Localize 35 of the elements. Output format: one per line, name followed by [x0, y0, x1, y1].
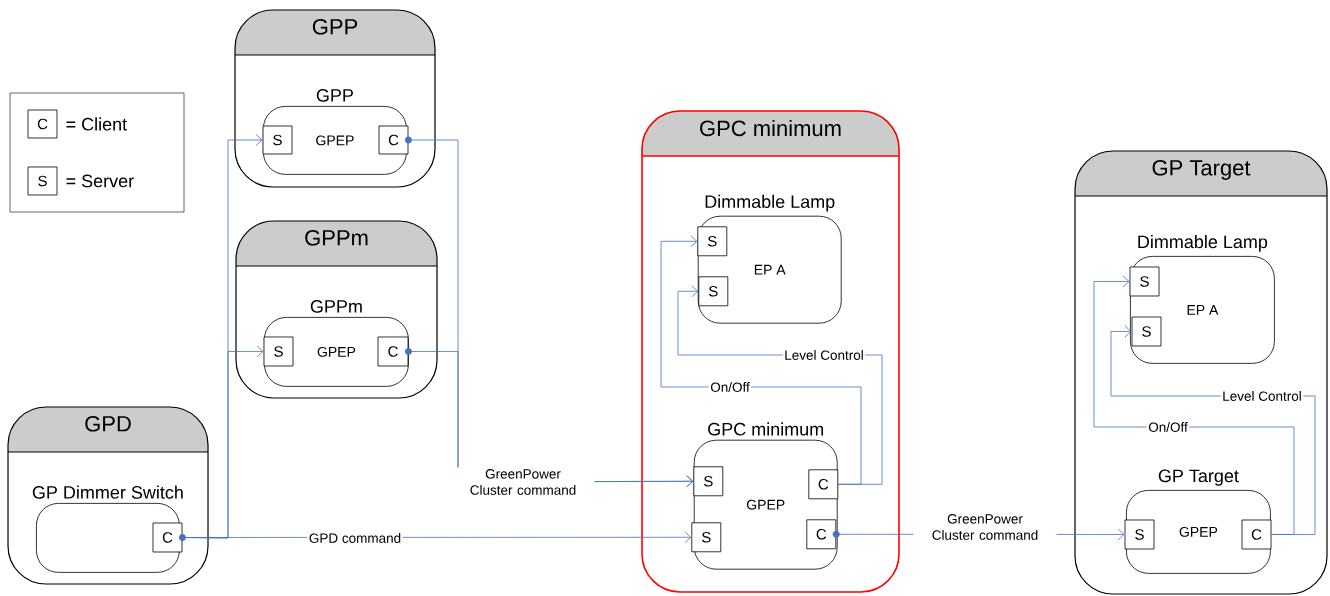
port-box: C: [378, 125, 412, 155]
edge-label: GreenPower Cluster command: [451, 467, 595, 497]
node-label: = Client: [66, 117, 127, 131]
edge-label: Level Control: [1220, 389, 1304, 403]
endpoint-title: GPC minimum: [708, 422, 823, 436]
port-box: C: [1241, 519, 1272, 550]
endpoint-title: GP Target: [1158, 469, 1239, 486]
endpoint-title: Dimmable Lamp: [705, 194, 835, 212]
endpoint-title: GPP: [316, 89, 353, 102]
legend-key: C: [27, 109, 58, 139]
endpoint-title: Dimmable Lamp: [1138, 235, 1268, 252]
edge-label: GPD command: [307, 531, 403, 545]
port-box: S: [1124, 519, 1155, 550]
node-label: = Server: [66, 174, 134, 188]
port-box: S: [697, 226, 728, 257]
port-box: S: [1131, 316, 1162, 347]
edge-label: GreenPower Cluster command: [913, 512, 1057, 542]
endpoint-title: GPPm: [310, 300, 362, 313]
port-box: S: [1129, 266, 1160, 297]
port-box: S: [262, 125, 293, 155]
edge-label: Level Control: [782, 348, 866, 362]
port-box: C: [806, 519, 840, 550]
connector: [1093, 275, 1295, 535]
edge-label: On/Off: [708, 380, 752, 394]
port-box: S: [693, 466, 724, 497]
connector: [660, 235, 862, 485]
port-box: S: [263, 336, 294, 367]
port-box: S: [691, 522, 722, 553]
edge-label: On/Off: [1146, 420, 1190, 434]
port-box: C: [152, 522, 186, 553]
port-box: S: [698, 276, 729, 307]
endpoint-title: GP Dimmer Switch: [32, 485, 183, 499]
legend-key: S: [27, 166, 58, 196]
port-box: C: [808, 469, 839, 500]
port-box: C: [377, 336, 412, 367]
